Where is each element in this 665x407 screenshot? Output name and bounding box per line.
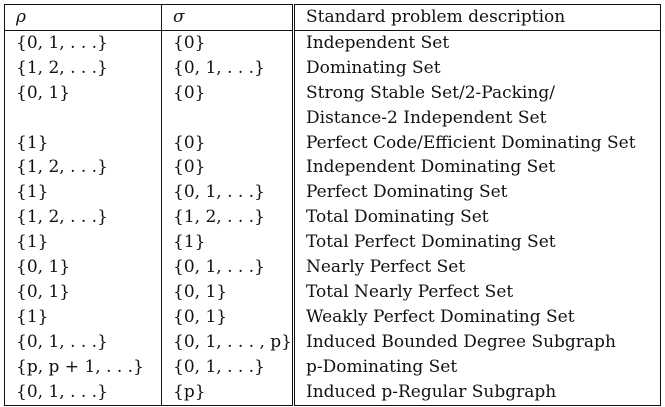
table-row: {1}{0, 1} Weakly Perfect Dominating Set xyxy=(4,304,661,330)
rho-cell: {1} xyxy=(4,230,162,256)
header-row: ρ σ Standard problem description xyxy=(4,4,661,31)
description-cell: Independent Set xyxy=(306,32,450,53)
table-body: {0, 1, . . .}{0}Independent Set{1, 2, . … xyxy=(4,30,661,405)
problems-table: ρ σ Standard problem description {0, 1, … xyxy=(4,4,661,406)
description-cell: Strong Stable Set/2-Packing/ xyxy=(306,82,555,103)
description-cell: Weakly Perfect Dominating Set xyxy=(306,306,575,327)
table-row: {1, 2, . . .}{0} Independent Dominating S… xyxy=(4,155,661,181)
table-row: {1}{0} Perfect Code/Efficient Dominating … xyxy=(4,130,661,156)
description-cell: Independent Dominating Set xyxy=(306,157,556,178)
table-row: {0, 1, . . .}{p} Induced p-Regular Subgra… xyxy=(4,379,661,405)
table-row: {p, p + 1, . . .}{0, 1, . . .} p-Dominati… xyxy=(4,354,661,380)
header-sigma: σ xyxy=(161,4,295,31)
sigma-cell: {0, 1, . . .} xyxy=(161,180,295,206)
sigma-cell: {1, 2, . . .} xyxy=(161,205,295,231)
sigma-cell: {0} xyxy=(161,130,295,156)
sigma-cell: {0, 1, . . .} xyxy=(161,55,295,81)
rho-cell: {0, 1} xyxy=(4,255,162,280)
rho-cell: {0, 1, . . .} xyxy=(4,329,162,355)
sigma-cell: {0} xyxy=(161,155,295,181)
description-cell: Total Dominating Set xyxy=(306,207,489,228)
header-rho: ρ xyxy=(4,4,162,31)
sigma-cell: {0} xyxy=(161,80,295,106)
description-cell: Induced Bounded Degree Subgraph xyxy=(306,331,616,352)
rho-cell: {1, 2, . . .} xyxy=(4,205,162,231)
header-description: Standard problem description xyxy=(293,4,661,31)
sigma-cell: {0} xyxy=(161,30,295,56)
description-cell: p-Dominating Set xyxy=(306,356,458,377)
table-row: {1}{1} Total Perfect Dominating Set xyxy=(4,230,661,256)
table-header: ρ σ Standard problem description xyxy=(4,4,661,31)
rho-cell: {1} xyxy=(4,304,162,330)
sigma-cell: {p} xyxy=(161,379,295,405)
sigma-cell xyxy=(161,105,295,131)
table-row: {1}{0, 1, . . .} Perfect Dominating Set xyxy=(4,180,661,206)
description-cell: Perfect Code/Efficient Dominating Set xyxy=(306,132,636,153)
rho-cell: {0, 1, . . .} xyxy=(4,30,162,56)
description-cell: Total Perfect Dominating Set xyxy=(306,232,556,253)
sigma-cell: {0, 1} xyxy=(161,304,295,330)
sigma-cell: {1} xyxy=(161,230,295,256)
table-row: {0, 1}{0, 1} Total Nearly Perfect Set xyxy=(4,279,661,305)
rho-cell: {1, 2, . . .} xyxy=(4,55,162,81)
description-cell: Distance-2 Independent Set xyxy=(306,107,547,128)
description-cell: Total Nearly Perfect Set xyxy=(306,281,514,302)
rho-cell: {1} xyxy=(4,180,162,206)
sigma-cell: {0, 1, . . . , p} xyxy=(161,329,295,355)
rho-cell: {1} xyxy=(4,130,162,156)
table-row: {0, 1}{0, 1, . . .} Nearly Perfect Set xyxy=(4,255,661,280)
rho-cell: {0, 1} xyxy=(4,279,162,305)
table-row: Distance-2 Independent Set xyxy=(4,105,661,131)
rho-cell: {0, 1, . . .} xyxy=(4,379,162,405)
description-cell: Nearly Perfect Set xyxy=(306,257,466,278)
rho-cell xyxy=(4,105,162,131)
table-row: {0, 1, . . .}{0} Independent Set xyxy=(4,30,661,56)
sigma-cell: {0, 1} xyxy=(161,279,295,305)
problems-table-container: ρ σ Standard problem description {0, 1, … xyxy=(4,4,661,406)
rho-cell: {p, p + 1, . . .} xyxy=(4,354,162,380)
rho-cell: {1, 2, . . .} xyxy=(4,155,162,181)
sigma-cell: {0, 1, . . .} xyxy=(161,354,295,380)
description-cell: Induced p-Regular Subgraph xyxy=(306,381,557,402)
description-cell: Dominating Set xyxy=(306,57,441,78)
table-row: {0, 1}{0} Strong Stable Set/2-Packing/ xyxy=(4,80,661,106)
table-row: {0, 1, . . .}{0, 1, . . . , p} Induced Bo… xyxy=(4,329,661,355)
table-row: {1, 2, . . .}{0, 1, . . .} Dominating Set xyxy=(4,55,661,81)
description-cell: Perfect Dominating Set xyxy=(306,182,508,203)
table-row: {1, 2, . . .}{1, 2, . . .} Total Dominati… xyxy=(4,205,661,231)
sigma-cell: {0, 1, . . .} xyxy=(161,255,295,280)
rho-cell: {0, 1} xyxy=(4,80,162,106)
